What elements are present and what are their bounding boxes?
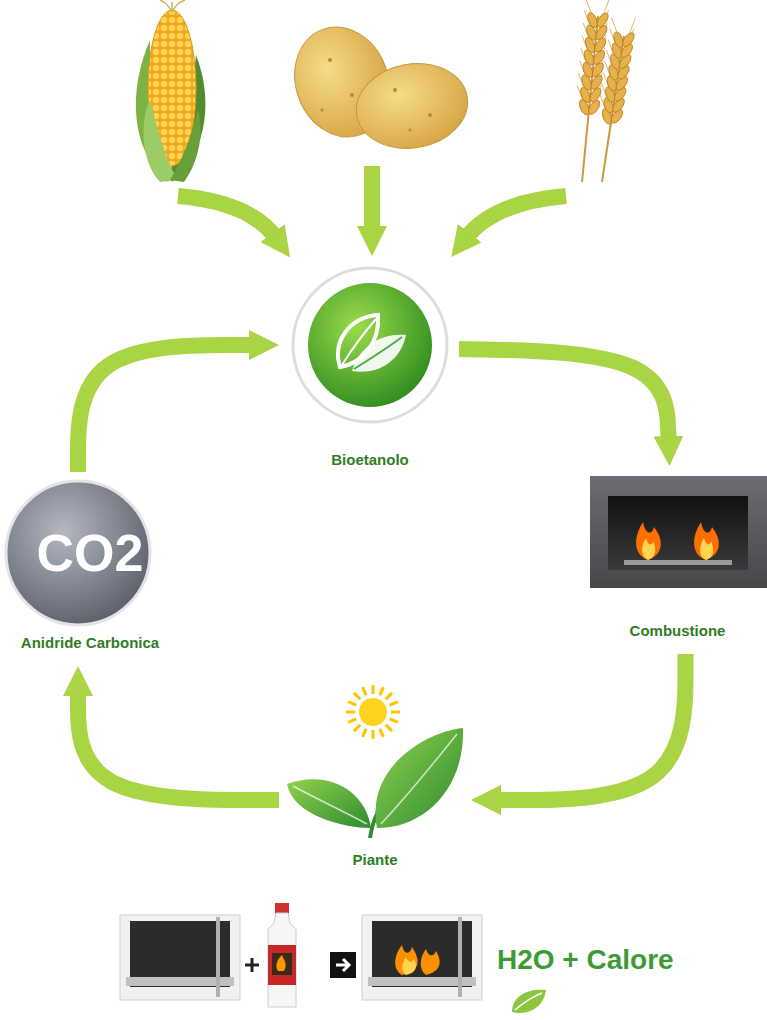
corn-illustration xyxy=(136,0,206,182)
node-label: Bioetanolo xyxy=(331,451,409,469)
input-arrow xyxy=(178,166,566,238)
node-shape xyxy=(285,688,465,878)
result-label: H2O + Calore xyxy=(497,944,674,976)
node-shape xyxy=(2,478,178,660)
cycle-arrow xyxy=(78,690,279,800)
co2-circle: CO2Anidride Carbonica xyxy=(2,478,178,660)
plus-symbol xyxy=(245,958,259,972)
plant-icon: Piante xyxy=(285,688,465,878)
cycle-arrow xyxy=(495,654,686,800)
cycle-arrow xyxy=(78,345,255,472)
potato-illustration xyxy=(280,14,475,157)
bioethanol-circle: Bioetanolo xyxy=(285,265,455,477)
cycle-arrow xyxy=(459,349,669,442)
node-shape xyxy=(588,472,767,648)
node-label: Anidride Carbonica xyxy=(21,634,159,652)
node-shape xyxy=(285,265,455,477)
arrow-symbol xyxy=(330,952,356,978)
node-symbol: CO2 xyxy=(37,527,144,579)
node-label: Piante xyxy=(352,851,397,869)
bottle-illustration xyxy=(268,903,296,1007)
leaf-icon xyxy=(512,990,546,1013)
fireplace-illustration xyxy=(120,915,240,1000)
lit-fireplace-illustration xyxy=(362,915,482,1000)
node-label: Combustione xyxy=(630,622,726,640)
fireplace-node: Combustione xyxy=(588,472,767,648)
wheat-illustration xyxy=(577,0,636,182)
